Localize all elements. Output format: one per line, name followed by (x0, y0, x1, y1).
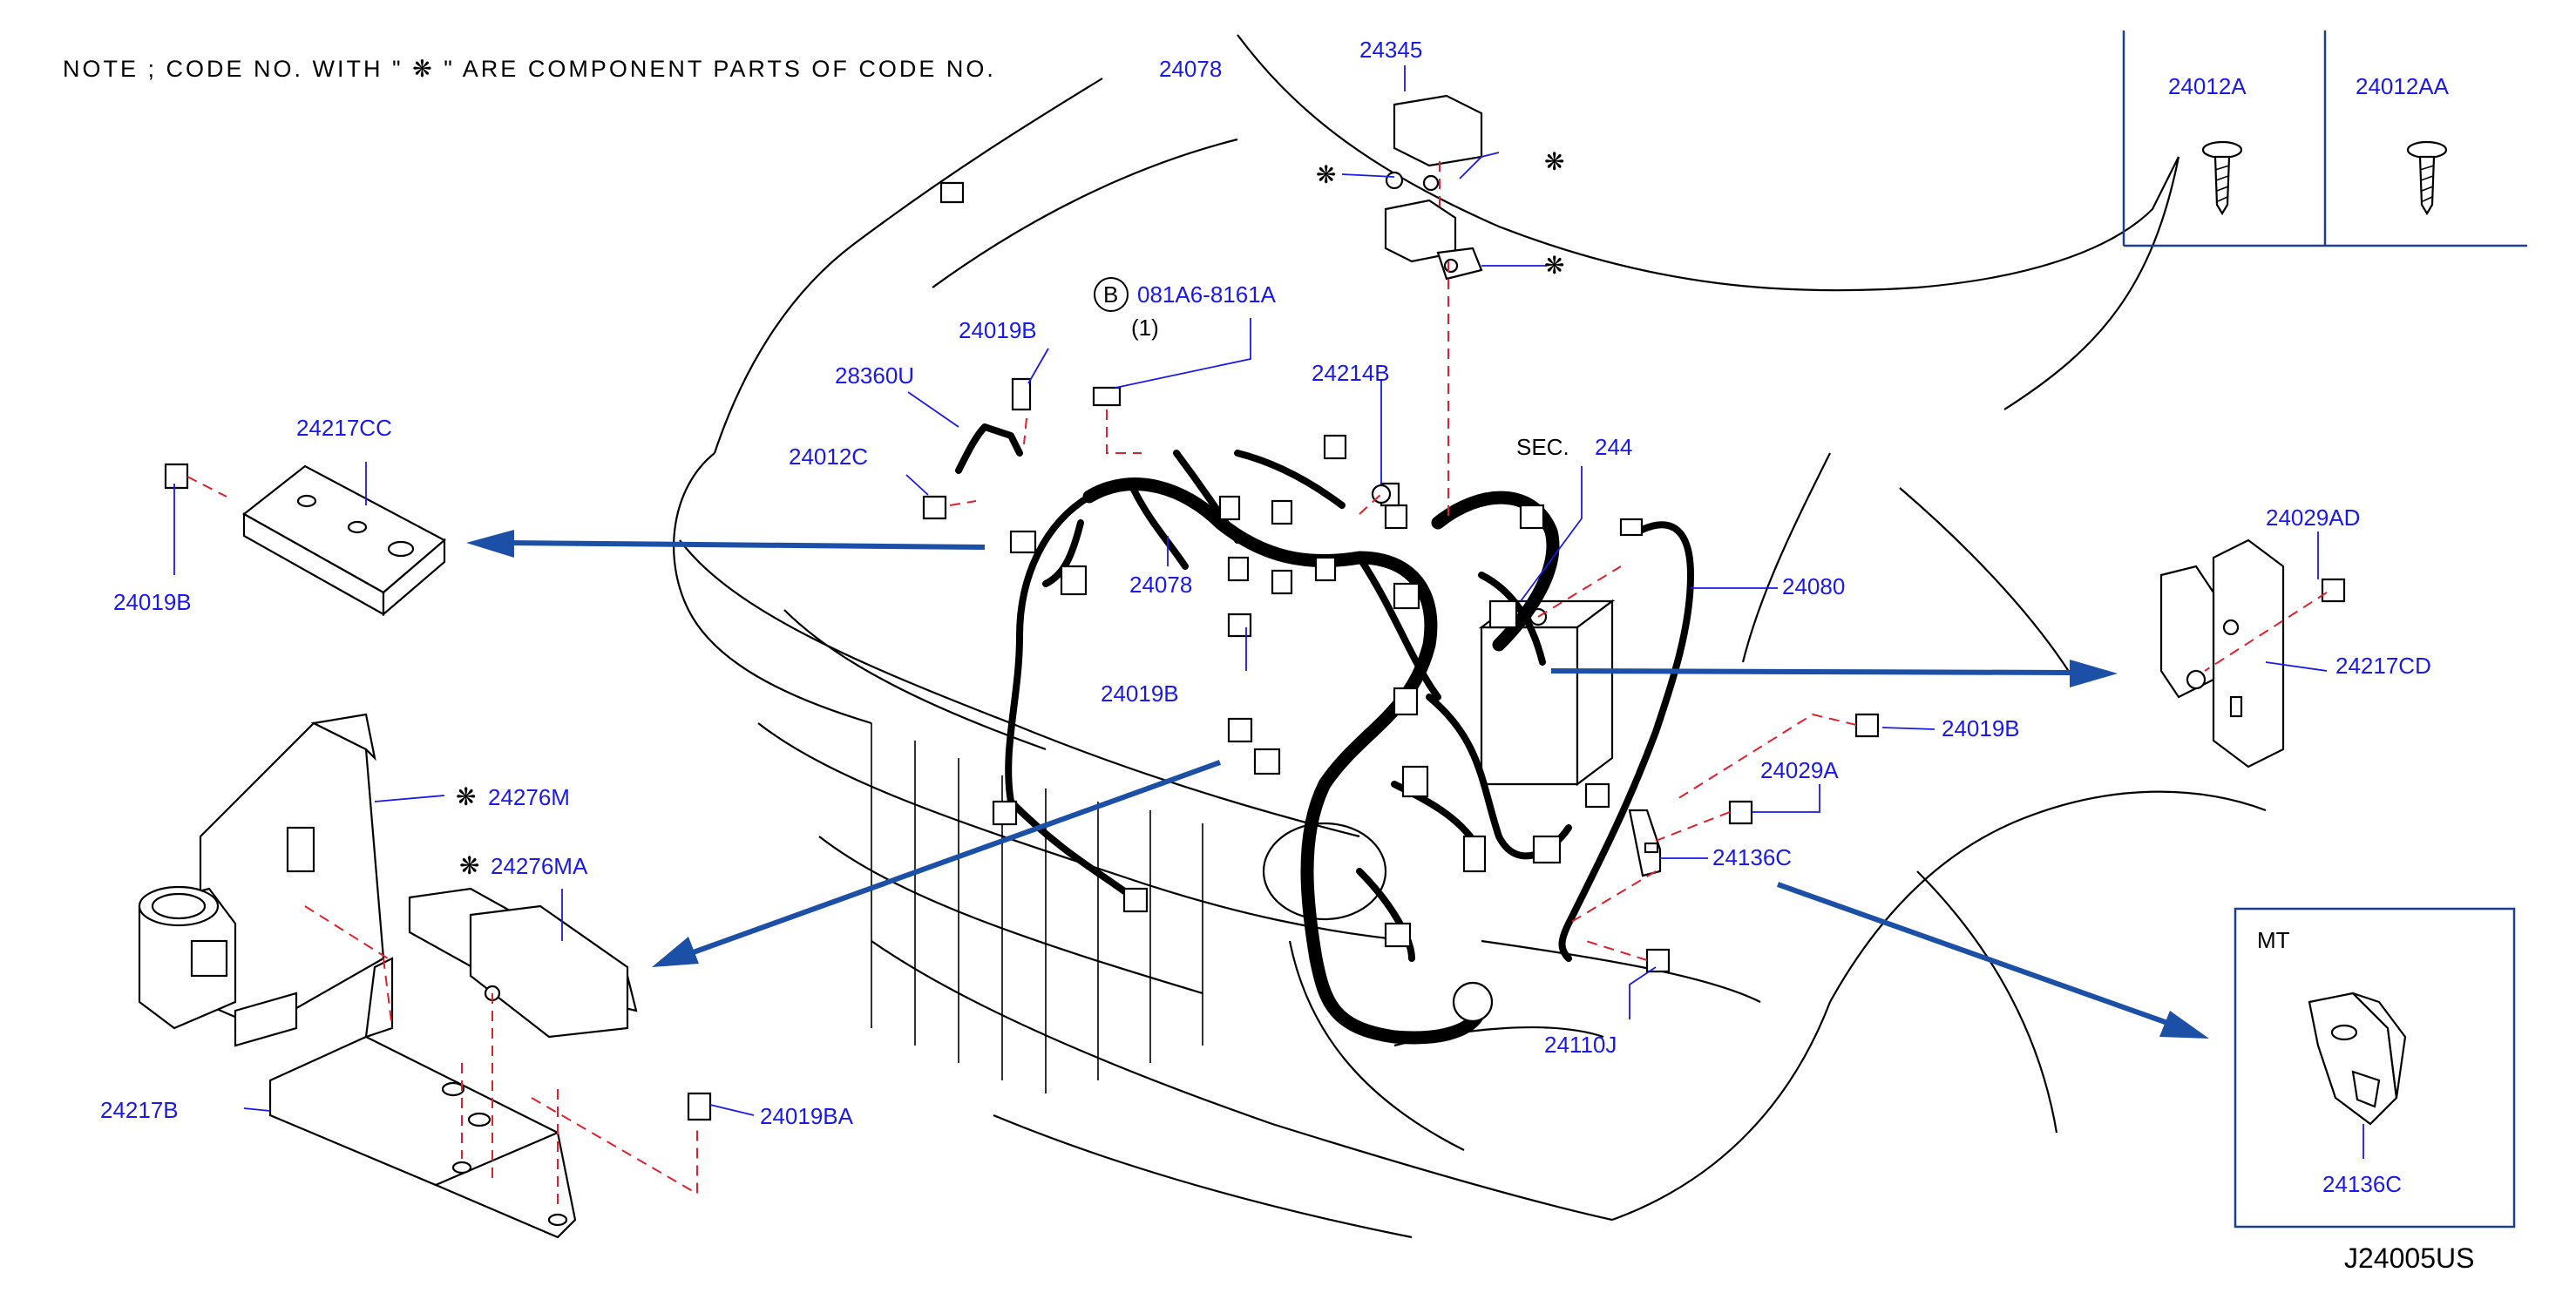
vehicle-body-outline (673, 34, 2267, 1239)
label-24217B[interactable]: 24217B (100, 1097, 179, 1123)
label-24019B-left[interactable]: 24019B (113, 589, 192, 615)
label-24217CC[interactable]: 24217CC (296, 415, 392, 441)
battery-cable-24080[interactable] (1558, 518, 1694, 962)
component-mark-3: ❋ (1544, 252, 1564, 279)
bracket-28360U[interactable] (955, 423, 1023, 474)
label-24110J[interactable]: 24110J (1544, 1032, 1617, 1058)
inset-mt-label[interactable]: 24136C (2322, 1171, 2402, 1197)
bolts (164, 181, 2346, 1121)
bracket-24217CD[interactable] (2159, 538, 2285, 768)
label-24019B-top[interactable]: 24019B (959, 317, 1037, 343)
bolt-ref-symbol: B (1103, 281, 1118, 308)
relay-cover-24276MA[interactable] (408, 887, 638, 1039)
screw-24012AA (2406, 140, 2448, 216)
direction-arrows (466, 530, 2209, 1039)
relay-box-24276M[interactable] (138, 713, 385, 1047)
bolt-ref-part[interactable]: 081A6-8161A (1137, 281, 1277, 308)
bolt-ref-circle (1094, 277, 1129, 312)
label-24019B-mid[interactable]: 24019B (1101, 680, 1179, 707)
label-24276MA[interactable]: 24276MA (491, 853, 588, 879)
label-24136C[interactable]: 24136C (1712, 844, 1792, 870)
section-ref-prefix: SEC. (1516, 434, 1569, 460)
component-mark-4: ❋ (456, 783, 476, 810)
label-24029AD[interactable]: 24029AD (2266, 504, 2360, 531)
note-text: NOTE ; CODE NO. WITH " ❋ " ARE COMPONENT… (63, 56, 996, 82)
section-ref-number[interactable]: 244 (1595, 434, 1632, 460)
label-24345[interactable]: 24345 (1359, 37, 1422, 63)
label-leader-lines (173, 65, 2328, 1116)
component-mark-2: ❋ (1544, 148, 1564, 175)
component-mark-5: ❋ (459, 852, 479, 879)
label-24080[interactable]: 24080 (1782, 573, 1845, 599)
label-24214B[interactable]: 24214B (1312, 360, 1390, 386)
bracket-24136C[interactable] (1628, 809, 1662, 877)
component-mark-1: ❋ (1316, 161, 1336, 188)
fusible-link-assembly[interactable] (1384, 94, 1483, 281)
label-24078[interactable]: 24078 (1129, 572, 1192, 598)
label-24276M[interactable]: 24276M (488, 784, 570, 810)
inset-label-24012AA[interactable]: 24012AA (2356, 73, 2450, 99)
figure-id: J24005US (2344, 1242, 2474, 1274)
label-24012C[interactable]: 24012C (789, 443, 868, 470)
label-24029A[interactable]: 24029A (1760, 757, 1839, 783)
inset-mt: MT 24136C (2234, 907, 2516, 1229)
label-28360U[interactable]: 28360U (835, 362, 914, 389)
screw-24012A (2201, 140, 2243, 216)
label-24019B-right[interactable]: 24019B (1942, 715, 2020, 741)
inset-top-right: 24012A 24012AA (2122, 30, 2527, 247)
inset-mt-title: MT (2257, 927, 2290, 953)
harness-connectors (992, 434, 1610, 1023)
bolt-ref-qty: (1) (1131, 315, 1159, 341)
engine-room-harness-24078[interactable] (1005, 450, 1572, 1045)
bracket-24217CC[interactable] (242, 464, 446, 617)
label-24217CD[interactable]: 24217CD (2335, 653, 2431, 679)
battery (1478, 599, 1616, 787)
label-24019BA[interactable]: 24019BA (760, 1103, 854, 1129)
inset-label-24012A[interactable]: 24012A (2168, 73, 2247, 99)
dashed-assembly-lines (186, 161, 2328, 1211)
note-code[interactable]: 24078 (1159, 56, 1222, 82)
bracket-24217B[interactable] (268, 957, 577, 1239)
